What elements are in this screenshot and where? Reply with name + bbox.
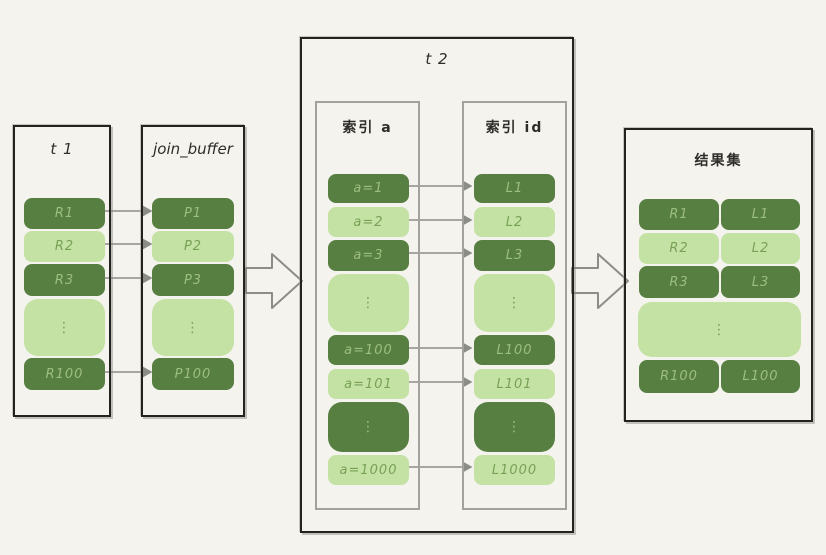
index-a-row-2: a=2 <box>328 207 409 237</box>
joinbuffer-row-p100: P100 <box>152 358 234 390</box>
join-buffer-panel: join_buffer P1 P2 P3 ⋮ P100 <box>141 125 245 417</box>
result-cell: L100 <box>721 360 800 393</box>
index-a-row-1: a=1 <box>328 174 409 203</box>
joinbuffer-ellipsis-row: ⋮ <box>152 299 234 356</box>
join-buffer-title: join_buffer <box>153 140 233 158</box>
index-a-panel: 索引 a a=1 a=2 a=3 ⋮ a=100 a=101 ⋮ a=1000 <box>315 101 420 510</box>
index-a-ellipsis-row-1: ⋮ <box>328 274 409 332</box>
table-t1-panel: t 1 R1 R2 R3 ⋮ R100 <box>13 125 111 417</box>
index-a-ellipsis-row-2: ⋮ <box>328 402 409 452</box>
flow-arrow-t2-to-result-icon <box>571 253 629 309</box>
t1-row-r2: R2 <box>24 231 105 262</box>
result-cell: R100 <box>639 360 719 393</box>
t1-ellipsis-row: ⋮ <box>24 299 105 356</box>
index-a-title: 索引 a <box>342 120 393 136</box>
result-cell: L3 <box>721 266 800 298</box>
index-id-row-l100: L100 <box>474 335 555 365</box>
result-row-2: R2 L2 <box>626 233 811 264</box>
result-row-3: R3 L3 <box>626 266 811 298</box>
result-row-1: R1 L1 <box>626 199 811 230</box>
table-t2-panel: t 2 <box>300 37 574 533</box>
joinbuffer-row-p2: P2 <box>152 231 234 262</box>
result-row-100: R100 L100 <box>626 360 811 393</box>
result-cell: L1 <box>721 199 800 230</box>
result-set-title: 结果集 <box>694 153 743 169</box>
indexa-to-indexid-arrows <box>409 180 473 473</box>
index-id-ellipsis-row-1: ⋮ <box>474 274 555 332</box>
index-id-row-l1: L1 <box>474 174 555 203</box>
table-t1-title: t 1 <box>50 140 74 158</box>
index-id-panel: 索引 id L1 L2 L3 ⋮ L100 L101 ⋮ L1000 <box>462 101 567 510</box>
result-cell: L2 <box>721 233 800 264</box>
t1-row-r1: R1 <box>24 198 105 229</box>
result-cell: R2 <box>639 233 719 264</box>
index-a-row-101: a=101 <box>328 369 409 399</box>
index-id-row-l1000: L1000 <box>474 455 555 485</box>
index-id-title: 索引 id <box>485 120 544 136</box>
index-id-row-l101: L101 <box>474 369 555 399</box>
index-id-row-l3: L3 <box>474 240 555 271</box>
joinbuffer-row-p3: P3 <box>152 264 234 296</box>
result-cell: R1 <box>639 199 719 230</box>
index-a-row-100: a=100 <box>328 335 409 365</box>
t1-row-r100: R100 <box>24 358 105 390</box>
table-t2-title: t 2 <box>425 50 449 68</box>
result-cell: R3 <box>639 266 719 298</box>
index-id-ellipsis-row-2: ⋮ <box>474 402 555 452</box>
joinbuffer-row-p1: P1 <box>152 198 234 229</box>
result-set-panel: 结果集 R1 L1 R2 L2 R3 L3 ⋮ R100 L100 <box>624 128 813 422</box>
flow-arrow-joinbuffer-to-t2-icon <box>245 253 303 309</box>
index-a-row-1000: a=1000 <box>328 455 409 485</box>
index-a-row-3: a=3 <box>328 240 409 271</box>
index-id-row-l2: L2 <box>474 207 555 237</box>
result-ellipsis-row: ⋮ <box>638 302 801 357</box>
t1-row-r3: R3 <box>24 264 105 296</box>
